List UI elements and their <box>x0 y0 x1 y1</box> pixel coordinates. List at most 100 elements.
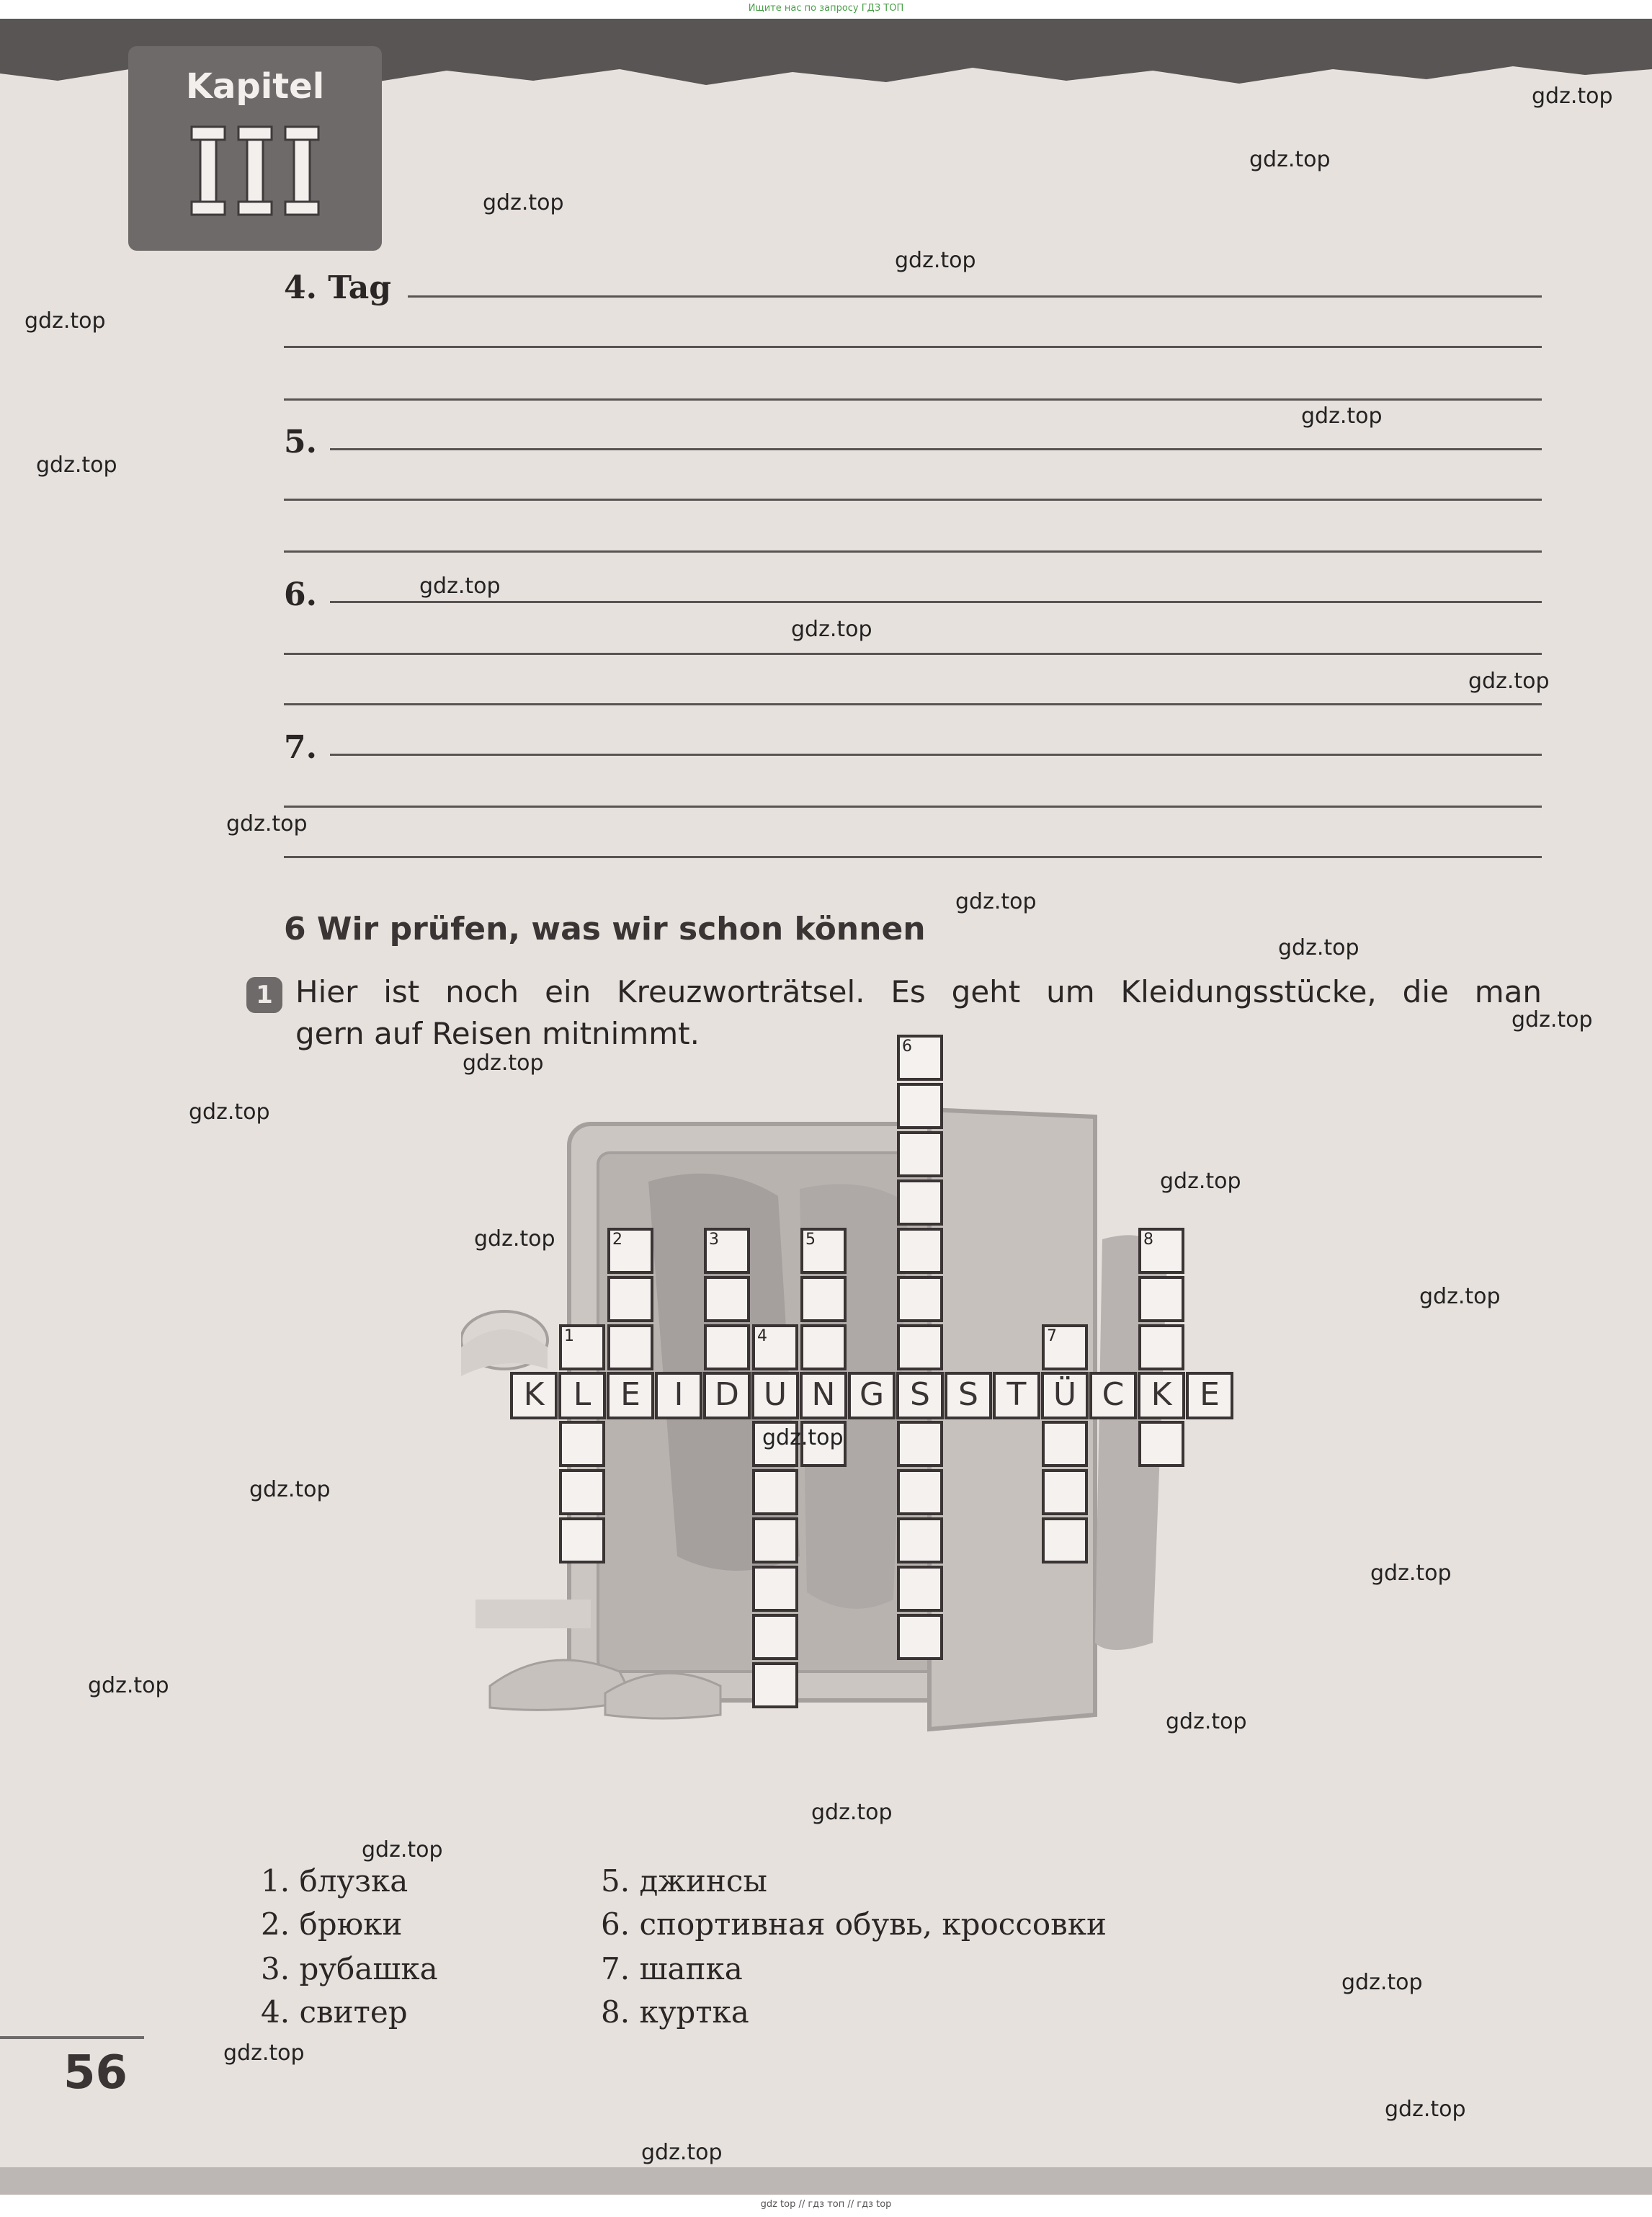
crossword-cell[interactable]: 4 <box>752 1324 798 1370</box>
crossword-cell[interactable] <box>897 1421 943 1467</box>
word-letter-cell: L <box>558 1372 606 1419</box>
clue-8: 8. куртка <box>601 1994 749 2030</box>
answer-line[interactable] <box>284 703 1542 705</box>
watermark: gdz.top <box>641 2140 723 2165</box>
watermark: gdz.top <box>463 1050 544 1076</box>
crossword-cell[interactable]: 8 <box>1138 1228 1184 1274</box>
clue-number: 1. <box>261 1863 290 1899</box>
word-letter-cell: I <box>655 1372 702 1419</box>
crossword-cell[interactable] <box>704 1324 750 1370</box>
crossword-cell[interactable] <box>752 1614 798 1660</box>
answer-line[interactable] <box>284 398 1542 401</box>
watermark: gdz.top <box>1532 84 1613 109</box>
word-letter-cell: E <box>607 1372 654 1419</box>
watermark: gdz.top <box>762 1425 844 1450</box>
crossword-cell[interactable] <box>897 1179 943 1226</box>
watermark: gdz.top <box>249 1477 331 1502</box>
crossword-cell[interactable] <box>897 1228 943 1274</box>
word-letter-cell: K <box>510 1372 558 1419</box>
crossword-cell[interactable] <box>559 1421 605 1467</box>
crossword-cell[interactable] <box>752 1662 798 1708</box>
clue-number: 2. <box>261 1906 290 1942</box>
watermark: gdz.top <box>1166 1709 1247 1734</box>
task-line-1: Hier ist noch ein Kreuzworträtsel. Es ge… <box>295 974 1542 1009</box>
crossword-cell[interactable]: 5 <box>800 1228 847 1274</box>
bottom-note: gdz top // гдз топ // гдз top <box>760 2199 892 2210</box>
clue-text: свитер <box>299 1994 408 2030</box>
crossword-cell[interactable] <box>704 1276 750 1322</box>
answer-line[interactable] <box>330 448 1542 450</box>
clue-text: блузка <box>299 1863 408 1899</box>
watermark: gdz.top <box>1341 1970 1423 1995</box>
crossword-cell[interactable] <box>752 1566 798 1612</box>
watermark: gdz.top <box>1385 2097 1466 2122</box>
word-letter-cell: K <box>1138 1372 1185 1419</box>
crossword-cell[interactable] <box>897 1324 943 1370</box>
clue-number-label: 8 <box>1143 1231 1153 1249</box>
answer-line[interactable] <box>408 295 1542 298</box>
clue-number-label: 7 <box>1047 1327 1057 1345</box>
crossword-cell[interactable] <box>752 1517 798 1564</box>
answer-line[interactable] <box>330 754 1542 756</box>
crossword-cell[interactable] <box>897 1276 943 1322</box>
crossword-cell[interactable] <box>559 1469 605 1515</box>
crossword-cell[interactable] <box>752 1421 798 1467</box>
answer-line[interactable] <box>284 550 1542 553</box>
clue-number: 7. <box>601 1951 630 1986</box>
crossword-cell[interactable] <box>1042 1469 1088 1515</box>
watermark: gdz.top <box>189 1099 270 1125</box>
clue-7: 7. шапка <box>601 1951 743 1986</box>
diary-day-label: Tag <box>328 269 392 306</box>
answer-line[interactable] <box>284 346 1542 348</box>
crossword-cell[interactable]: 2 <box>607 1228 653 1274</box>
word-letter-cell: T <box>993 1372 1040 1419</box>
watermark: gdz.top <box>483 190 564 215</box>
clue-number-label: 5 <box>805 1231 816 1249</box>
crossword-cell[interactable] <box>1042 1421 1088 1467</box>
task-number-badge: 1 <box>246 977 282 1013</box>
watermark: gdz.top <box>36 452 117 478</box>
crossword-cell[interactable] <box>1138 1421 1184 1467</box>
crossword-cell[interactable] <box>897 1083 943 1129</box>
crossword-cell[interactable] <box>1138 1324 1184 1370</box>
crossword-cell[interactable] <box>1042 1517 1088 1564</box>
crossword-cell[interactable] <box>897 1517 943 1564</box>
watermark: gdz.top <box>1419 1284 1501 1309</box>
crossword-cell[interactable]: 3 <box>704 1228 750 1274</box>
diary-day-4: 4. Tag <box>284 269 391 306</box>
crossword-cell[interactable] <box>897 1614 943 1660</box>
crossword-cell[interactable] <box>752 1469 798 1515</box>
crossword-cell[interactable]: 7 <box>1042 1324 1088 1370</box>
watermark: gdz.top <box>1468 669 1550 694</box>
answer-line[interactable] <box>284 806 1542 808</box>
crossword-cell[interactable] <box>897 1469 943 1515</box>
task-line-2: gern auf Reisen mitnimmt. <box>295 1016 700 1051</box>
clue-3: 3. рубашка <box>261 1951 438 1986</box>
crossword-cell[interactable] <box>1138 1276 1184 1322</box>
crossword-cell[interactable] <box>607 1276 653 1322</box>
answer-line[interactable] <box>284 856 1542 858</box>
crossword-cell[interactable] <box>800 1276 847 1322</box>
answer-line[interactable] <box>284 499 1542 501</box>
crossword-cell[interactable] <box>800 1324 847 1370</box>
clue-number: 5. <box>601 1863 630 1899</box>
crossword-cell[interactable]: 1 <box>559 1324 605 1370</box>
crossword-cell[interactable] <box>897 1566 943 1612</box>
crossword-cell[interactable]: 6 <box>897 1035 943 1081</box>
watermark: gdz.top <box>24 308 106 334</box>
word-letter-cell: U <box>751 1372 799 1419</box>
chapter-label: Kapitel <box>185 66 325 107</box>
crossword-cell[interactable] <box>897 1131 943 1177</box>
crossword-cell[interactable] <box>559 1517 605 1564</box>
torn-paper-header <box>0 19 1652 85</box>
page-number: 56 <box>63 2046 128 2100</box>
word-letter-cell: N <box>800 1372 847 1419</box>
watermark: gdz.top <box>895 248 976 273</box>
answer-line[interactable] <box>330 601 1542 603</box>
answer-line[interactable] <box>284 653 1542 655</box>
word-letter-cell: G <box>848 1372 896 1419</box>
watermark: gdz.top <box>1370 1561 1452 1586</box>
watermark: gdz.top <box>474 1226 555 1252</box>
crossword-cell[interactable] <box>800 1421 847 1467</box>
crossword-cell[interactable] <box>607 1324 653 1370</box>
